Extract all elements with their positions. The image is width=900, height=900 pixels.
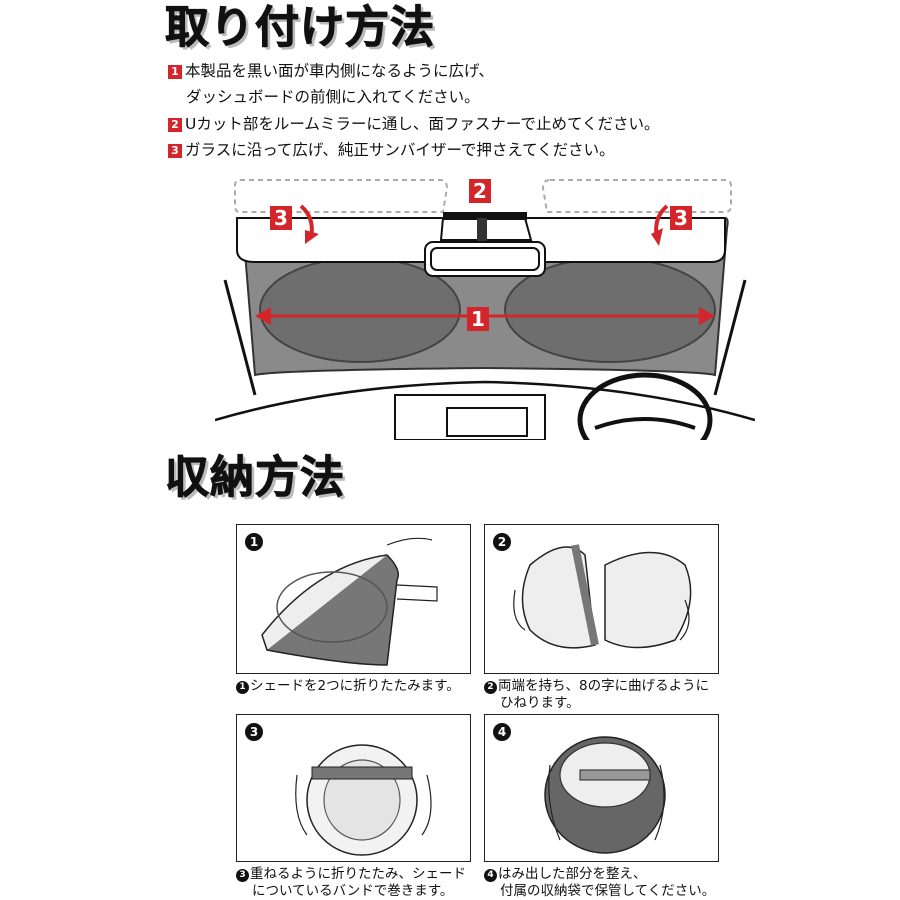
panel-2-caption-cont: ひねります。 bbox=[500, 695, 580, 711]
panel-1-caption-text: シェードを2つに折りたたみます。 bbox=[250, 678, 460, 694]
panel-1-number: 1 bbox=[245, 533, 263, 551]
step-3-number: 3 bbox=[168, 144, 182, 158]
fold-illustration bbox=[261, 537, 438, 666]
panel-3-caption-text: 重ねるように折りたたみ、シェード bbox=[250, 866, 466, 882]
diagram-label-1: 1 bbox=[467, 307, 489, 331]
panel-3-caption-cont: についているバンドで巻きます。 bbox=[252, 883, 454, 899]
panel-2-caption-text: 両端を持ち、8の字に曲げるように bbox=[498, 678, 710, 694]
windshield-diagram bbox=[215, 179, 755, 440]
storage-title: 収納方法 bbox=[165, 452, 345, 503]
roll-illustration bbox=[295, 744, 432, 856]
panel-2-number: 2 bbox=[493, 533, 511, 551]
storage-panel-2: 2 bbox=[484, 524, 719, 674]
panel-4-caption-number: 4 bbox=[484, 869, 497, 882]
storage-panel-1: 1 bbox=[236, 524, 471, 674]
storage-panel-3: 3 bbox=[236, 714, 471, 862]
step-1-number: 1 bbox=[168, 65, 182, 79]
step-3-text: ガラスに沿って広げ、純正サンバイザーで押さえてください。 bbox=[185, 141, 615, 159]
diagram-label-3-left: 3 bbox=[270, 206, 292, 230]
panel-4-caption-cont: 付属の収納袋で保管してください。 bbox=[500, 883, 716, 899]
step-2-text: Uカット部をルームミラーに通し、面ファスナーで止めてください。 bbox=[185, 115, 660, 133]
bag-illustration bbox=[544, 736, 666, 854]
panel-3-caption-number: 3 bbox=[236, 869, 249, 882]
diagram-label-2: 2 bbox=[469, 179, 491, 203]
step-1-text-cont: ダッシュボードの前側に入れてください。 bbox=[186, 88, 480, 106]
twist-illustration bbox=[513, 544, 692, 649]
step-1-text: 本製品を黒い面が車内側になるように広げ、 bbox=[185, 62, 494, 80]
panel-4-caption-text: はみ出した部分を整え、 bbox=[498, 866, 647, 882]
panel-2-caption-number: 2 bbox=[484, 681, 497, 694]
diagram-label-3-right: 3 bbox=[670, 206, 692, 230]
panel-3-number: 3 bbox=[245, 723, 263, 741]
install-title: 取り付け方法 bbox=[165, 2, 435, 53]
step-2-number: 2 bbox=[168, 118, 182, 132]
panel-4-number: 4 bbox=[493, 723, 511, 741]
panel-1-caption-number: 1 bbox=[236, 681, 249, 694]
storage-panel-4: 4 bbox=[484, 714, 719, 862]
